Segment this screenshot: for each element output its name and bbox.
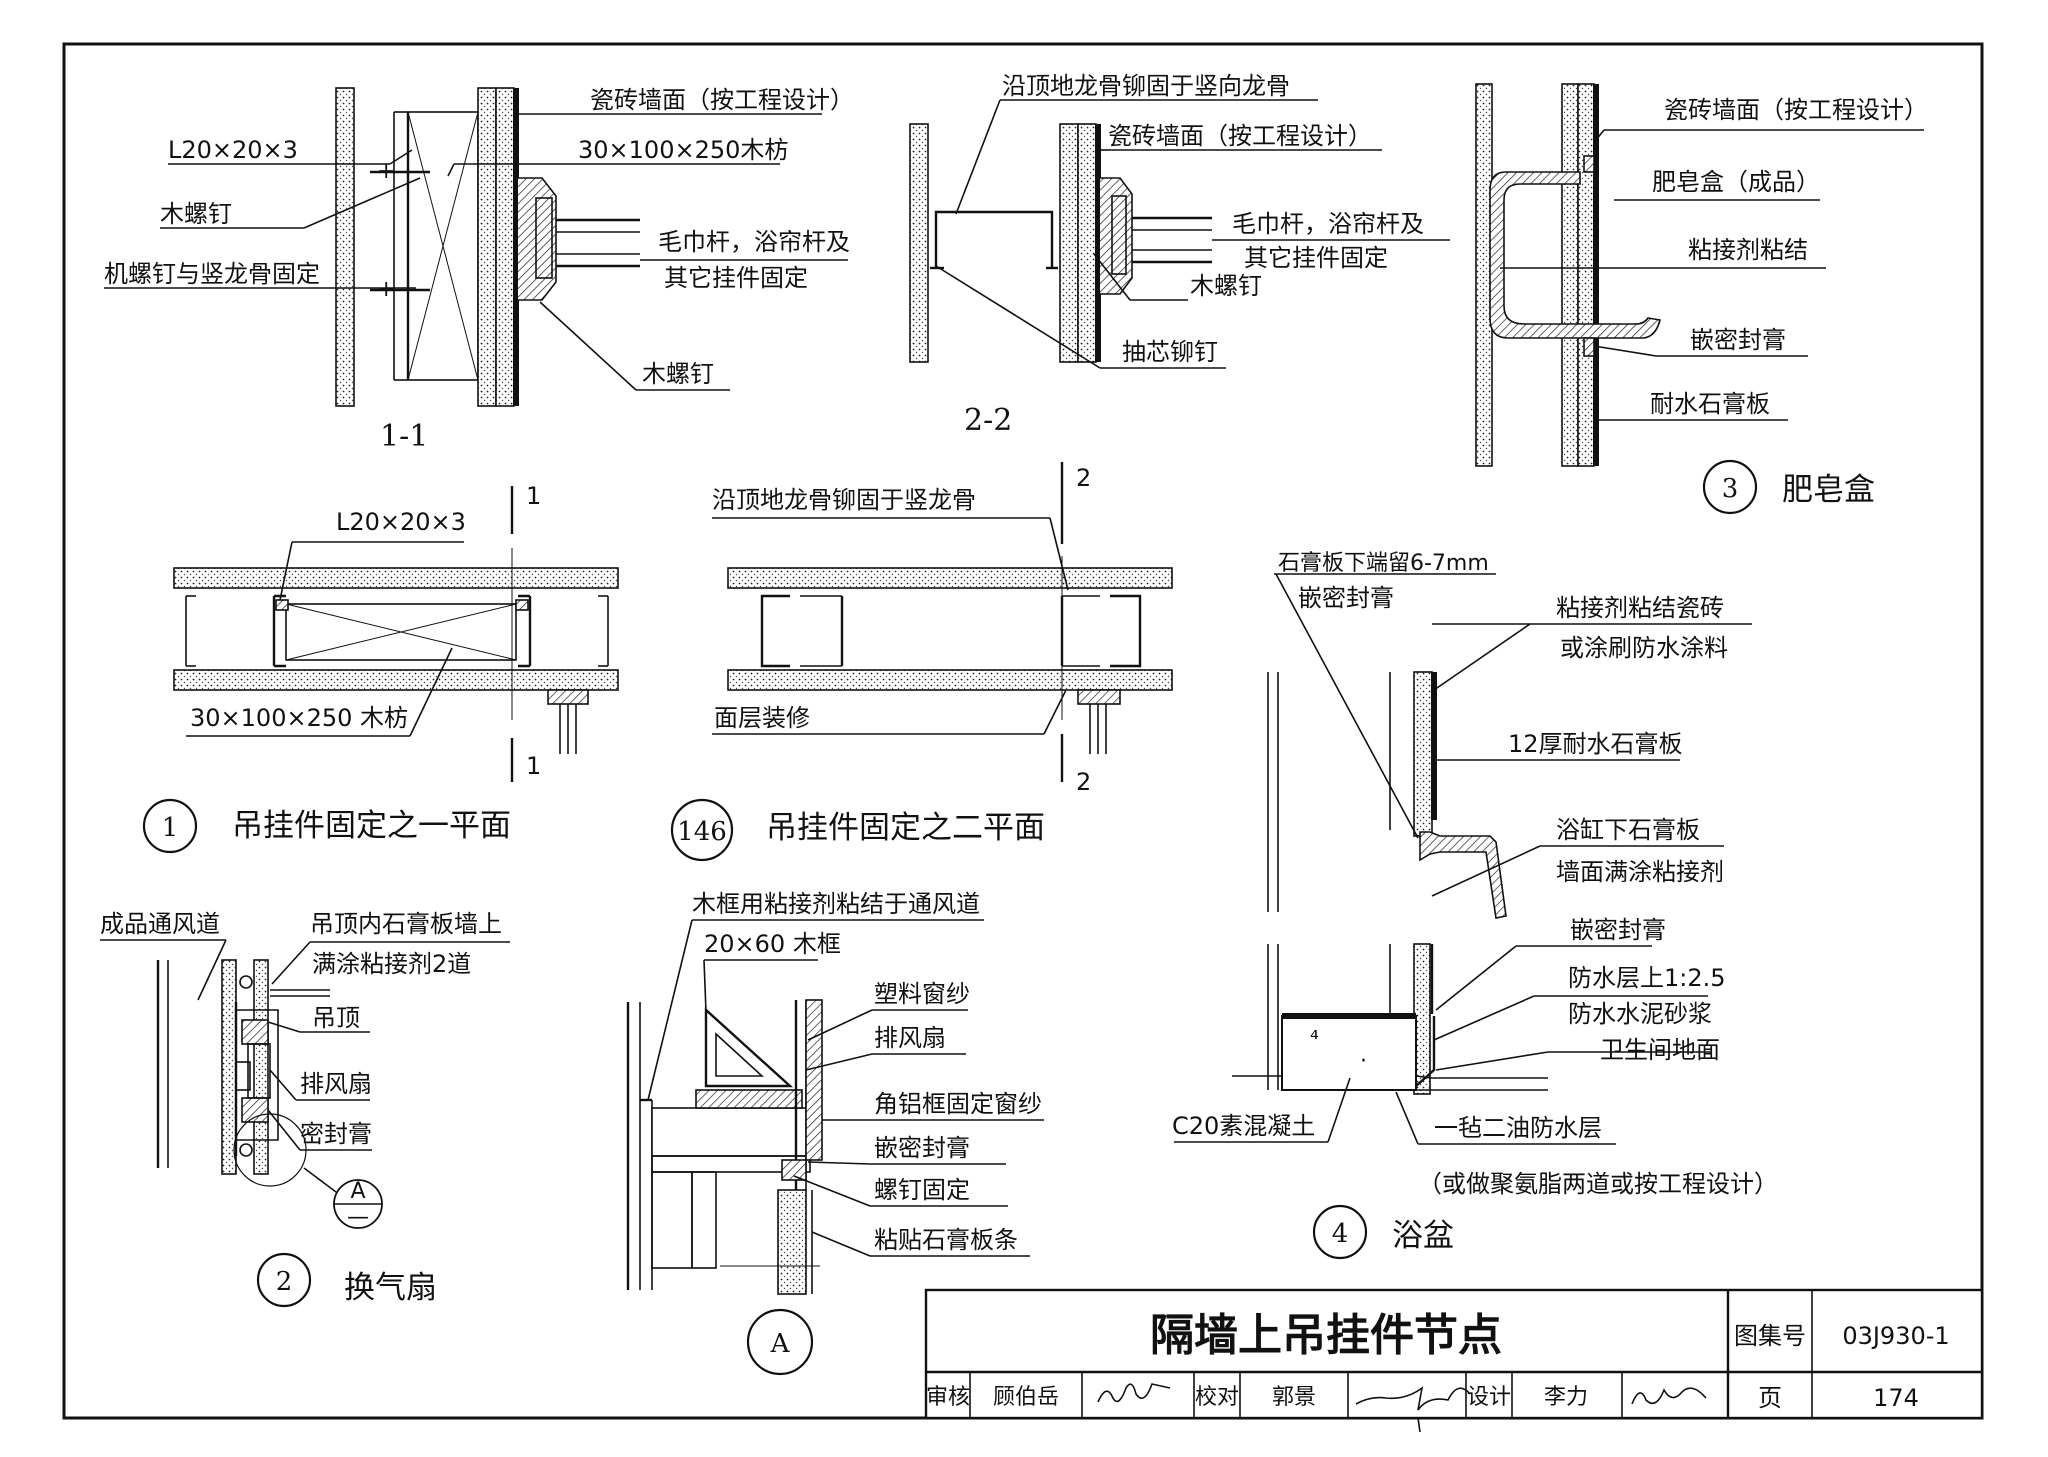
label-a-alu-frame: 角铝框固定窗纱: [874, 1090, 1042, 1118]
label-a-frame: 20×60 木框: [704, 930, 841, 958]
atlas-number: 03J930-1: [1842, 1322, 1949, 1350]
label-3-sealant: 嵌密封膏: [1690, 326, 1786, 354]
detail-4-name: 浴盆: [1392, 1218, 1454, 1254]
detail-2-name: 换气扇: [344, 1270, 437, 1306]
gypsum-board: [335, 87, 355, 407]
section-1-1-title: 1-1: [380, 419, 428, 454]
label-4-adhesive-tile: 粘接剂粘结瓷砖: [1556, 594, 1724, 622]
detail-2-ref-top: A: [350, 1179, 365, 1204]
label-1-angle: L20×20×3: [336, 508, 466, 536]
label-4-gap: 石膏板下端留6-7mm: [1278, 551, 1489, 576]
section-1-1: + +: [104, 87, 848, 407]
section-2-2: [909, 99, 1450, 369]
svg-text:+: +: [377, 277, 395, 302]
check-label: 校对: [1195, 1385, 1239, 1410]
cut-mark-1-top: 1: [526, 482, 541, 510]
page-label: 页: [1758, 1384, 1782, 1412]
label-2-2-towel-bar: 毛巾杆，浴帘杆及: [1232, 210, 1424, 238]
detail-2-ref-bottom: —: [347, 1205, 369, 1230]
label-1-1-wood-screw: 木螺钉: [160, 200, 232, 228]
label-1-1-other-fix: 其它挂件固定: [664, 264, 808, 292]
detail-4-number: 4: [1332, 1219, 1349, 1249]
detail-3-soap-box: [1475, 83, 1924, 515]
label-2-2-tile-wall: 瓷砖墙面（按工程设计）: [1108, 122, 1372, 150]
detail-4-bathtub: ⁴ ·: [1174, 573, 1752, 1260]
label-1-1-timber: 30×100×250木枋: [578, 136, 788, 164]
cut-mark-2-bottom: 2: [1076, 768, 1091, 796]
reviewer-name: 顾伯岳: [993, 1385, 1059, 1410]
label-146-finish: 面层装修: [714, 704, 810, 732]
signature-reviewer: [1097, 1383, 1171, 1403]
designer-name: 李力: [1544, 1385, 1588, 1410]
detail-146-plan: [670, 462, 1173, 862]
label-2-2-rivet-top: 沿顶地龙骨铆固于竖向龙骨: [1002, 72, 1290, 100]
label-2-fan: 排风扇: [300, 1070, 372, 1098]
detail-1-name: 吊挂件固定之一平面: [232, 808, 511, 844]
label-4-wall-coat: 墙面满涂粘接剂: [1556, 858, 1724, 886]
label-4-concrete: C20素混凝土: [1172, 1112, 1315, 1140]
detail-1-plan: [142, 486, 619, 854]
label-3-soap-box: 肥皂盒（成品）: [1652, 168, 1820, 196]
label-1-1-angle: L20×20×3: [168, 136, 298, 164]
review-label: 审核: [926, 1385, 970, 1410]
cut-mark-2-top: 2: [1076, 464, 1091, 492]
detail-2-vent-fan: [100, 939, 510, 1308]
label-a-screen: 塑料窗纱: [874, 980, 970, 1008]
section-2-2-title: 2-2: [964, 403, 1012, 438]
detail-146-name: 吊挂件固定之二平面: [766, 810, 1045, 846]
label-a-fan: 排风扇: [874, 1024, 946, 1052]
detail-3-name: 肥皂盒: [1782, 472, 1875, 508]
label-146-rivet: 沿顶地龙骨铆固于竖龙骨: [712, 486, 976, 514]
label-2-2-blind-rivet: 抽芯铆钉: [1122, 338, 1218, 366]
detail-a: [626, 919, 1044, 1376]
detail-146-number: 146: [677, 817, 727, 847]
title-block: [924, 1288, 1984, 1433]
label-2-duct: 成品通风道: [100, 910, 220, 938]
label-2-sealant: 密封膏: [300, 1120, 372, 1148]
label-4-sealant-1: 嵌密封膏: [1298, 584, 1394, 612]
label-4-board12: 12厚耐水石膏板: [1508, 730, 1683, 758]
signature-designer: [1631, 1387, 1707, 1405]
label-2-ceiling: 吊顶: [312, 1004, 360, 1032]
detail-a-number: A: [770, 1329, 791, 1359]
label-3-tile-wall: 瓷砖墙面（按工程设计）: [1664, 96, 1928, 124]
label-2-2-other-fix: 其它挂件固定: [1244, 244, 1388, 272]
label-4-sealant-2: 嵌密封膏: [1570, 916, 1666, 944]
atlas-label: 图集号: [1734, 1322, 1806, 1350]
label-a-sealant: 嵌密封膏: [874, 1134, 970, 1162]
detail-2-number: 2: [276, 1267, 293, 1297]
label-3-board: 耐水石膏板: [1650, 390, 1770, 418]
label-1-1-wood-screw-2: 木螺钉: [642, 360, 714, 388]
label-4-under-tub: 浴缸下石膏板: [1556, 816, 1700, 844]
cut-mark-1-bottom: 1: [526, 752, 541, 780]
label-4-felt: 一毡二油防水层: [1434, 1114, 1602, 1142]
svg-text:⁴: ⁴: [1310, 1027, 1319, 1052]
label-1-timber: 30×100×250 木枋: [190, 704, 408, 732]
sheet-title: 隔墙上吊挂件节点: [1150, 1310, 1502, 1361]
label-4-alt: （或做聚氨脂两道或按工程设计）: [1418, 1170, 1778, 1198]
label-2-2-wood-screw: 木螺钉: [1190, 272, 1262, 300]
page-number: 174: [1873, 1384, 1919, 1412]
svg-text:+: +: [377, 159, 395, 184]
label-2-ceiling-adh-2: 满涂粘接剂2道: [312, 950, 471, 978]
label-4-wp-layer: 防水层上1:2.5: [1568, 964, 1726, 992]
svg-text:·: ·: [1360, 1049, 1367, 1074]
signature-checker: [1355, 1386, 1471, 1411]
label-4-or-coat: 或涂刷防水涂料: [1560, 634, 1728, 662]
label-a-strip: 粘贴石膏板条: [874, 1226, 1018, 1254]
detail-3-number: 3: [1722, 474, 1739, 504]
detail-1-number: 1: [162, 813, 179, 843]
label-3-adhesive: 粘接剂粘结: [1688, 236, 1808, 264]
label-2-ceiling-adh-1: 吊顶内石膏板墙上: [310, 910, 502, 938]
label-a-frame-glue: 木框用粘接剂粘结于通风道: [692, 890, 980, 918]
checker-name: 郭景: [1272, 1385, 1316, 1410]
label-1-1-towel-bar: 毛巾杆，浴帘杆及: [658, 228, 850, 256]
design-label: 设计: [1467, 1385, 1511, 1410]
label-4-floor: 卫生间地面: [1600, 1036, 1720, 1064]
label-1-1-tile-wall: 瓷砖墙面（按工程设计）: [590, 86, 854, 114]
label-4-wp-mortar: 防水水泥砂浆: [1568, 1000, 1712, 1028]
label-1-1-machine-screw: 机螺钉与竖龙骨固定: [104, 260, 320, 288]
label-a-screw: 螺钉固定: [874, 1176, 970, 1204]
